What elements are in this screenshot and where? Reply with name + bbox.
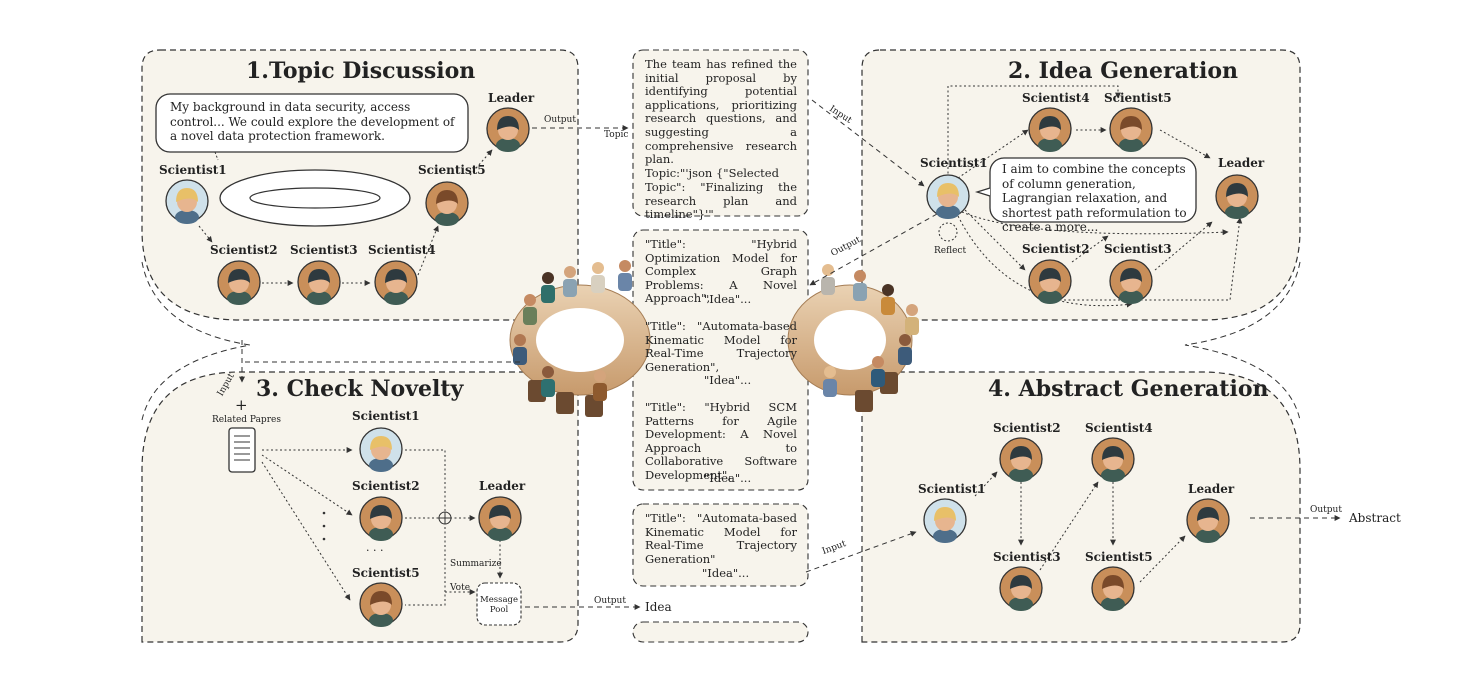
p4-s5-label: Scientist5 bbox=[1085, 550, 1153, 564]
p2-s5-avatar bbox=[1109, 107, 1153, 152]
topic-box bbox=[632, 49, 809, 217]
p4-output-label: Output bbox=[1310, 505, 1342, 515]
idea-1-idea: "Idea"... bbox=[704, 292, 752, 306]
p1-s5-avatar bbox=[425, 181, 469, 226]
message-pool bbox=[476, 582, 522, 626]
p1-s1-avatar bbox=[165, 179, 209, 224]
p2-bubble-text: I aim to combine the concepts of column … bbox=[1002, 162, 1187, 234]
p1-speech-bubble bbox=[155, 93, 469, 153]
p4-leader-avatar bbox=[1186, 498, 1230, 543]
topic-json-line-2: Topic": "Finalizing the research plan an… bbox=[645, 180, 797, 222]
topic-box-text: The team has refined the initial proposa… bbox=[645, 57, 797, 167]
p1-s5-label: Scientist5 bbox=[418, 163, 486, 177]
abstract-label: Abstract bbox=[1349, 511, 1401, 525]
p1-output-label: Output bbox=[544, 115, 576, 125]
p2-s2-avatar bbox=[1028, 259, 1072, 304]
panel-abstract-generation bbox=[861, 371, 1301, 643]
p1-bubble-text: My background in data security, access c… bbox=[170, 100, 455, 143]
topic-json-line-1: Topic:"'json {"Selected bbox=[645, 166, 779, 180]
summarize-label: Summarize bbox=[450, 559, 502, 569]
empty-box bbox=[632, 621, 809, 643]
p3-title: 3. Check Novelty bbox=[256, 376, 464, 402]
p2-s4-label: Scientist4 bbox=[1022, 91, 1090, 105]
related-papers-label: Related Papres bbox=[212, 415, 281, 425]
p4-leader-label: Leader bbox=[1188, 482, 1235, 496]
p1-s2-avatar bbox=[217, 260, 261, 305]
p1-leader-avatar bbox=[486, 107, 530, 152]
document-icon bbox=[228, 427, 256, 473]
p2-s3-label: Scientist3 bbox=[1104, 242, 1172, 256]
p1-s3-avatar bbox=[297, 260, 341, 305]
p3-output-label: Output bbox=[594, 596, 626, 606]
p2-title: 2. Idea Generation bbox=[1008, 58, 1239, 84]
p4-s5-avatar bbox=[1091, 566, 1135, 611]
p2-s3-avatar bbox=[1109, 259, 1153, 304]
p4-s4-avatar bbox=[1091, 437, 1135, 482]
p2-s5-label: Scientist5 bbox=[1104, 91, 1172, 105]
vote-label: Vote bbox=[450, 583, 471, 593]
idea-output-label: Idea bbox=[645, 600, 672, 614]
p4-s2-label: Scientist2 bbox=[993, 421, 1061, 435]
selected-idea-idea: "Idea"... bbox=[702, 566, 750, 580]
p1-s2-label: Scientist2 bbox=[210, 243, 278, 257]
p3-s2-avatar bbox=[359, 496, 403, 541]
p4-s1-label: Scientist1 bbox=[918, 482, 986, 496]
p3-hdots: · · · bbox=[366, 544, 384, 557]
p1-s4-label: Scientist4 bbox=[368, 243, 436, 257]
p2-s4-avatar bbox=[1028, 107, 1072, 152]
selected-idea-title: "Title": "Automata-based Kinematic Model… bbox=[645, 511, 797, 566]
p2-s2-label: Scientist2 bbox=[1022, 242, 1090, 256]
idea-3-title: "Title": "Hybrid SCM Patterns for Agile … bbox=[645, 400, 797, 482]
p4-s3-label: Scientist3 bbox=[993, 550, 1061, 564]
round-table-illustration bbox=[509, 260, 919, 417]
left-curve bbox=[141, 261, 251, 421]
p1-s1-label: Scientist1 bbox=[159, 163, 227, 177]
p2-s1-avatar bbox=[926, 174, 970, 219]
plus-sign: + bbox=[235, 396, 248, 414]
p1-leader-label: Leader bbox=[488, 91, 535, 105]
p1-s3-label: Scientist3 bbox=[290, 243, 358, 257]
reflect-label: Reflect bbox=[934, 246, 967, 256]
p3-s1-avatar bbox=[359, 427, 403, 472]
p2-leader-label: Leader bbox=[1218, 156, 1265, 170]
p4-s4-label: Scientist4 bbox=[1085, 421, 1153, 435]
p3-s2-label: Scientist2 bbox=[352, 479, 420, 493]
p4-s2-avatar bbox=[999, 437, 1043, 482]
idea-2-idea: "Idea"... bbox=[704, 373, 752, 387]
p3-leader-label: Leader bbox=[479, 479, 526, 493]
message-pool-label: Message Pool bbox=[480, 595, 518, 615]
p3-s1-label: Scientist1 bbox=[352, 409, 420, 423]
p3-s5-avatar bbox=[359, 582, 403, 627]
p4-s3-avatar bbox=[999, 566, 1043, 611]
p4-title: 4. Abstract Generation bbox=[988, 376, 1269, 402]
topic-label: Topic bbox=[604, 130, 629, 140]
p3-leader-avatar bbox=[478, 496, 522, 541]
selected-idea-box bbox=[632, 503, 809, 587]
idea-3-idea: "Idea"... bbox=[704, 471, 752, 485]
p3-s5-label: Scientist5 bbox=[352, 566, 420, 580]
p2-s1-label: Scientist1 bbox=[920, 156, 988, 170]
p1-title: 1.Topic Discussion bbox=[246, 58, 476, 84]
idea-1-title: "Title": "Hybrid Optimization Model for … bbox=[645, 237, 797, 306]
p4-s1-avatar bbox=[923, 498, 967, 543]
idea-2-title: "Title": "Automata-based Kinematic Model… bbox=[645, 319, 797, 374]
p1-s4-avatar bbox=[374, 260, 418, 305]
p2-leader-avatar bbox=[1215, 174, 1259, 219]
right-curve bbox=[1184, 261, 1301, 421]
